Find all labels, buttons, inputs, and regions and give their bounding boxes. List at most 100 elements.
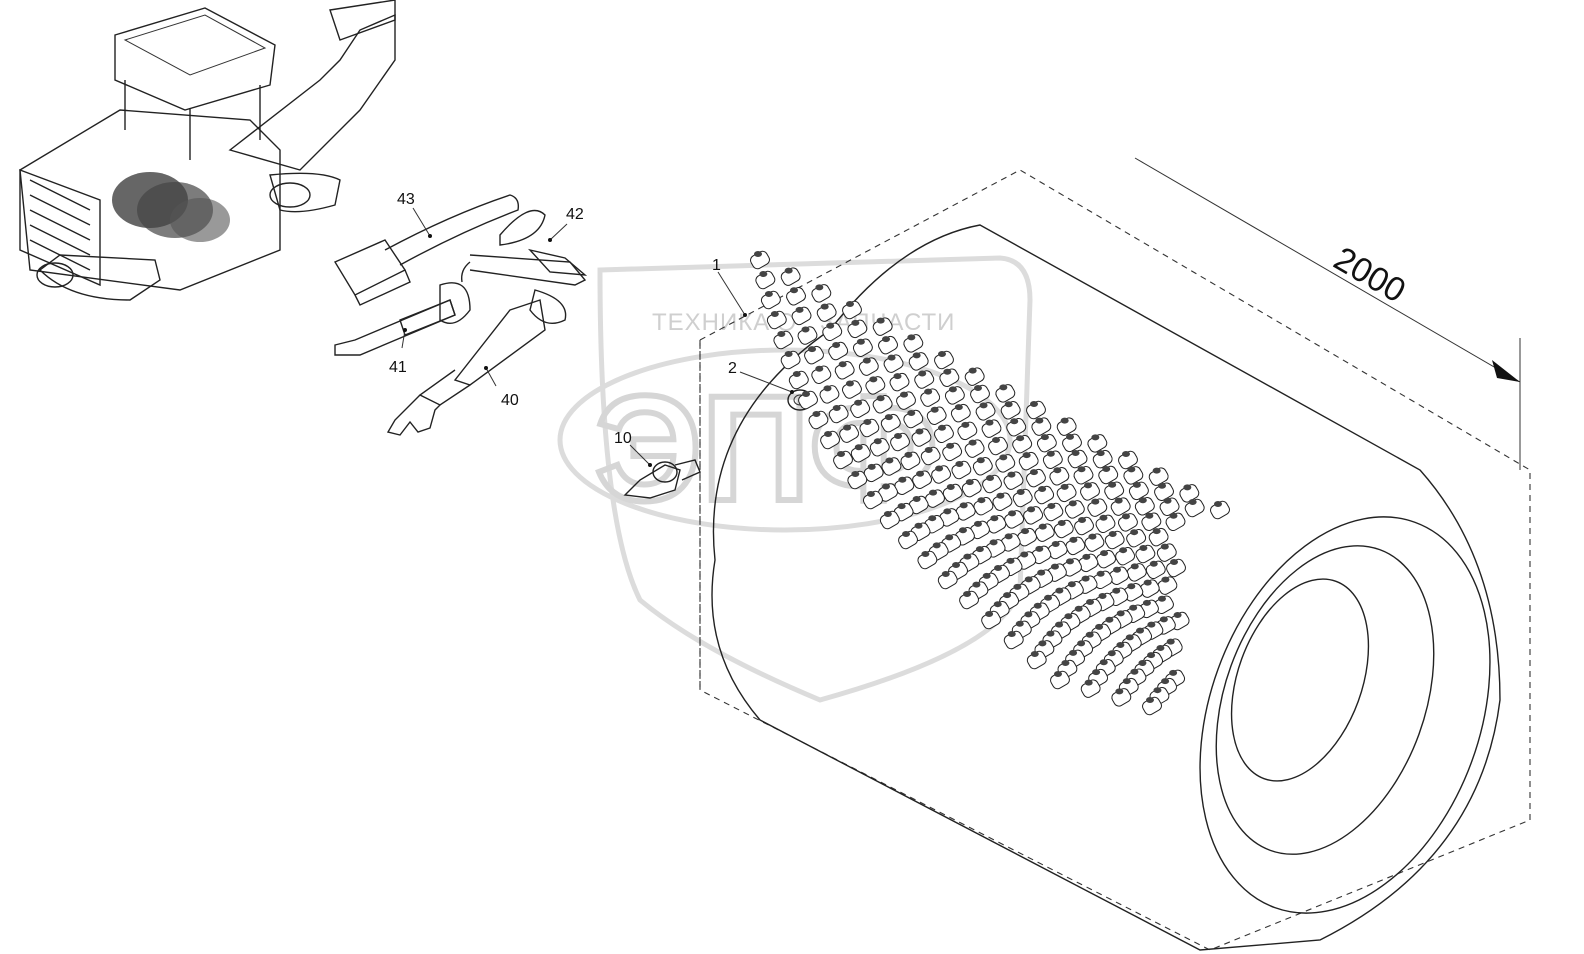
cutting-pick — [1148, 467, 1169, 486]
cutting-pick — [1050, 670, 1070, 690]
cutting-pick — [934, 350, 954, 370]
cutting-pick — [903, 334, 924, 353]
cutting-pick — [804, 345, 824, 365]
cutting-pick — [1031, 417, 1052, 436]
cutting-pick — [970, 384, 990, 404]
cutting-pick — [1111, 688, 1132, 707]
cutting-pick — [1080, 679, 1101, 698]
cutting-pick — [1159, 497, 1180, 516]
cutting-pick — [847, 470, 868, 490]
cutting-pick — [1134, 497, 1155, 516]
cutting-pick — [1073, 466, 1094, 485]
cutting-pick — [1095, 514, 1116, 534]
cutting-pick — [863, 463, 884, 483]
cutting-pick — [933, 424, 954, 444]
cutting-pick — [850, 444, 871, 463]
watermark-oval-icon — [557, 347, 1013, 533]
cutting-pick — [872, 395, 893, 414]
cutting-pick — [1104, 481, 1125, 500]
cutting-pick — [797, 326, 818, 345]
cutting-pick — [995, 384, 1016, 403]
cutting-pick — [862, 490, 883, 510]
cutting-pick — [981, 610, 1002, 630]
cutting-pick — [1117, 513, 1138, 532]
cutting-pick — [898, 530, 919, 550]
cutting-pick — [1003, 471, 1024, 490]
cutting-pick — [820, 430, 841, 450]
cutting-pick — [828, 341, 849, 361]
cutting-pick — [893, 502, 914, 522]
cutting-pick — [841, 380, 862, 399]
cutting-pick — [1126, 563, 1147, 582]
cutting-pick — [819, 385, 840, 404]
cutting-pick — [755, 270, 776, 290]
cutting-pick — [1026, 400, 1046, 420]
watermark-shield-icon — [597, 255, 1033, 703]
cutting-pick — [1012, 434, 1033, 454]
cutting-pick — [1184, 498, 1205, 518]
cutting-pick — [1067, 449, 1088, 469]
cutting-pick — [982, 474, 1003, 494]
cutting-pick — [1104, 530, 1125, 550]
cutting-pick — [780, 267, 801, 286]
cutting-pick — [791, 306, 812, 326]
cutting-pick — [1000, 533, 1021, 552]
callout-label-43: 43 — [397, 191, 415, 208]
cutting-pick — [920, 446, 941, 466]
cutting-pick — [981, 419, 1002, 438]
cutting-pick — [880, 413, 901, 433]
cutting-pick — [1154, 595, 1174, 614]
cutting-pick — [1092, 449, 1113, 469]
cutting-pick — [992, 492, 1013, 511]
cutting-pick — [900, 451, 921, 471]
cutting-pick — [920, 388, 941, 407]
cutting-pick — [1064, 500, 1085, 519]
cutting-pick — [842, 300, 862, 320]
cutting-pick — [1210, 500, 1230, 520]
tool-fork-40 — [386, 289, 567, 436]
cutting-pick — [822, 322, 843, 342]
cutting-pick — [931, 465, 952, 484]
cutting-pick — [1078, 553, 1099, 573]
cutting-pick — [964, 439, 985, 458]
cutting-pick — [1074, 516, 1095, 536]
cutting-pick — [850, 399, 871, 418]
cutting-pick — [833, 450, 853, 470]
cutting-pick — [975, 402, 996, 421]
cutting-pick — [1165, 512, 1186, 532]
cutting-pick — [988, 436, 1008, 456]
cutting-pick — [939, 368, 960, 387]
cutting-pick — [986, 515, 1007, 534]
cutting-pick — [786, 287, 806, 306]
cutting-pick — [926, 406, 947, 425]
cutting-pick — [1145, 560, 1166, 580]
tool-hammer-43 — [333, 194, 520, 306]
cutting-pick — [973, 496, 994, 516]
cutting-pick — [1080, 482, 1100, 501]
cutting-pick — [925, 489, 945, 508]
tool-extractor-42 — [460, 209, 588, 286]
cutting-pick — [839, 424, 860, 443]
drum-thumbnail — [112, 172, 230, 242]
cutting-pick — [1036, 433, 1057, 453]
cutting-pick — [896, 391, 916, 410]
cutting-pick — [834, 361, 855, 380]
cutting-pick — [1087, 498, 1108, 517]
callout-label-10: 10 — [614, 430, 632, 447]
cutting-pick — [1049, 467, 1070, 486]
milling-machine-illustration — [19, 0, 396, 301]
callout-label-42: 42 — [566, 206, 584, 223]
cutting-pick — [750, 250, 770, 270]
cutting-pick — [878, 483, 898, 502]
cutting-pick — [811, 365, 832, 384]
cutting-pick — [1034, 485, 1055, 505]
cutting-pick — [1018, 451, 1039, 471]
cutting-pick — [847, 319, 868, 339]
cutting-pick — [1084, 533, 1105, 552]
cutting-pick — [1043, 502, 1064, 522]
cutting-pick — [883, 354, 904, 373]
cutting-pick — [1026, 650, 1047, 670]
cutting-pick — [1062, 558, 1082, 577]
part-pick-10 — [623, 459, 701, 499]
